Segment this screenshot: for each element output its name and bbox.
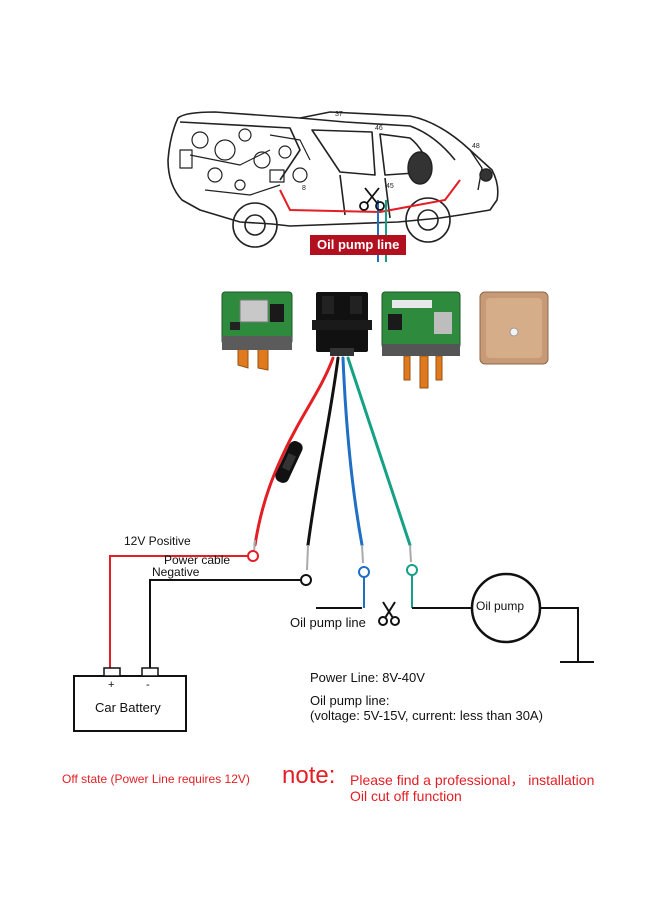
- oil-pump-line-banner: Oil pump line: [310, 235, 407, 255]
- car-door-line: [339, 174, 391, 219]
- battery-positive-lead: [109, 555, 248, 670]
- oil-pump-line-label: Oil pump line: [290, 615, 366, 630]
- car-scissors-icon: [359, 187, 385, 211]
- circuit-lines: [109, 555, 594, 670]
- engine-clutter: [179, 128, 311, 196]
- note-text-line1: Please find a professional， installation: [350, 772, 595, 788]
- wire-red-power: [253, 356, 335, 547]
- terminal-green: [406, 544, 418, 576]
- pump-ground-line: [540, 607, 579, 662]
- seat-and-tank: [407, 149, 493, 191]
- negative-label: Negative: [152, 565, 200, 579]
- off-state-note: Off state (Power Line requires 12V): [62, 772, 250, 786]
- relay-board-module: [381, 291, 461, 389]
- wire-bundle: [253, 356, 412, 547]
- wire-green-pump: [346, 356, 412, 547]
- battery-negative-lead: [149, 579, 301, 670]
- note-heading: note:: [282, 762, 336, 789]
- oil-line-spec: (voltage: 5V-15V, current: less than 30A…: [310, 708, 543, 723]
- wire-black-ground: [306, 356, 340, 547]
- car-fuel-line-red: [279, 179, 461, 214]
- positive-label: 12V Positive: [124, 534, 191, 548]
- relay-module: [312, 292, 372, 356]
- oil-line-title: Oil pump line:: [310, 693, 390, 708]
- callout-48: 48: [472, 143, 480, 150]
- callout-37: 37: [335, 111, 343, 118]
- gps-antenna-module: [479, 291, 549, 365]
- oil-pump-symbol: [470, 572, 542, 644]
- car-roof: [299, 117, 456, 161]
- callout-8: 8: [302, 185, 306, 192]
- note-text-line2: Oil cut off function: [350, 788, 462, 804]
- car-illustration: [167, 111, 499, 248]
- power-cable-label: Power cable: [164, 553, 231, 567]
- wire-blue-pump: [341, 356, 364, 547]
- oil-pump-label: Oil pump: [476, 599, 525, 613]
- front-wheel-hub: [244, 214, 266, 236]
- car-battery-symbol: [73, 667, 187, 732]
- battery-minus-sign: -: [146, 679, 150, 691]
- car-battery-label: Car Battery: [95, 700, 161, 715]
- terminal-blue: [358, 544, 370, 578]
- car-body-outline: [167, 111, 499, 227]
- circuit-scissors-icon: [378, 601, 400, 626]
- power-line-spec: Power Line: 8V-40V: [310, 670, 425, 685]
- callout-46: 46: [375, 125, 383, 132]
- rear-wheel: [405, 197, 451, 243]
- battery-plus-sign: +: [108, 679, 115, 691]
- front-wheel: [232, 202, 278, 248]
- tracker-module-left: [221, 291, 293, 371]
- terminal-black: [300, 544, 312, 586]
- car-window-front: [311, 129, 376, 176]
- callout-45: 45: [386, 183, 394, 190]
- rear-wheel-hub: [417, 209, 439, 231]
- inline-fuse: [275, 441, 303, 483]
